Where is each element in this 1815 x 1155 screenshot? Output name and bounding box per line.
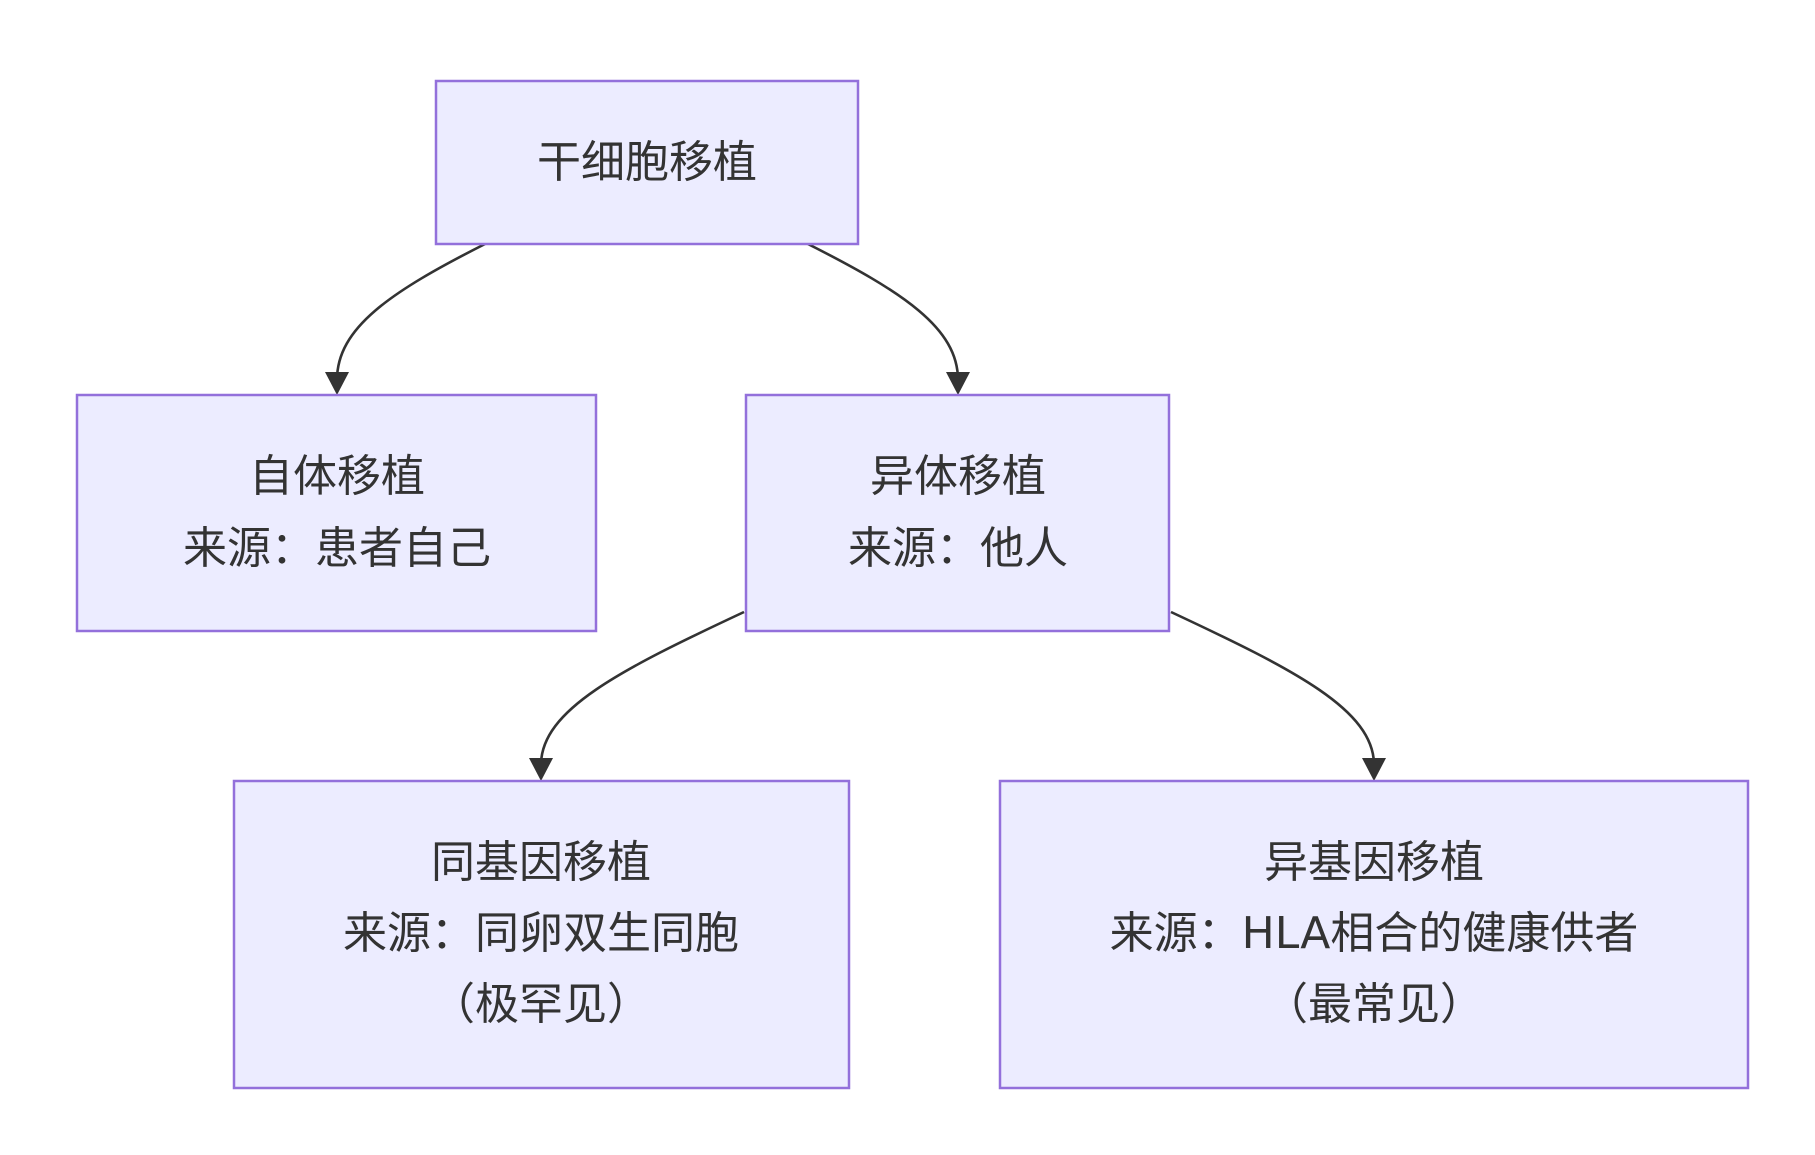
node-root-label: 干细胞移植 xyxy=(537,137,757,188)
node-allogeneic-box xyxy=(744,393,1171,633)
node-allo-hla-box xyxy=(998,779,1750,1090)
node-allo-hla-title: 异基因移植 xyxy=(1264,837,1484,888)
edge-root-to-autologous xyxy=(335,242,486,381)
node-autologous-source: 来源：患者自己 xyxy=(183,523,491,574)
arrowhead-allogeneic xyxy=(946,372,970,395)
arrowhead-syngeneic xyxy=(529,758,553,781)
arrowhead-autologous xyxy=(325,372,349,395)
node-syngeneic-title: 同基因移植 xyxy=(431,837,651,888)
edges xyxy=(325,242,1386,781)
node-allo-hla: 异基因移植 来源：HLA相合的健康供者 （最常见） xyxy=(998,779,1750,1090)
edge-allogeneic-to-allo-hla xyxy=(1170,610,1376,766)
node-autologous-title: 自体移植 xyxy=(249,451,425,502)
edge-allogeneic-to-syngeneic xyxy=(539,610,745,766)
node-syngeneic-box xyxy=(232,779,851,1090)
node-allo-hla-source: 来源：HLA相合的健康供者 xyxy=(1110,908,1639,959)
node-allogeneic: 异体移植 来源：他人 xyxy=(744,393,1171,633)
node-syngeneic: 同基因移植 来源：同卵双生同胞 （极罕见） xyxy=(232,779,851,1090)
edge-root-to-allogeneic xyxy=(807,242,960,381)
arrowhead-allo-hla xyxy=(1362,758,1386,781)
node-allogeneic-source: 来源：他人 xyxy=(848,523,1068,574)
node-allogeneic-title: 异体移植 xyxy=(870,451,1046,502)
node-root: 干细胞移植 xyxy=(434,79,860,246)
node-syngeneic-note: （极罕见） xyxy=(431,979,651,1030)
node-autologous: 自体移植 来源：患者自己 xyxy=(75,393,598,633)
node-autologous-box xyxy=(75,393,598,633)
node-allo-hla-note: （最常见） xyxy=(1264,979,1484,1030)
node-root-box xyxy=(434,79,860,246)
node-syngeneic-source: 来源：同卵双生同胞 xyxy=(343,908,739,959)
